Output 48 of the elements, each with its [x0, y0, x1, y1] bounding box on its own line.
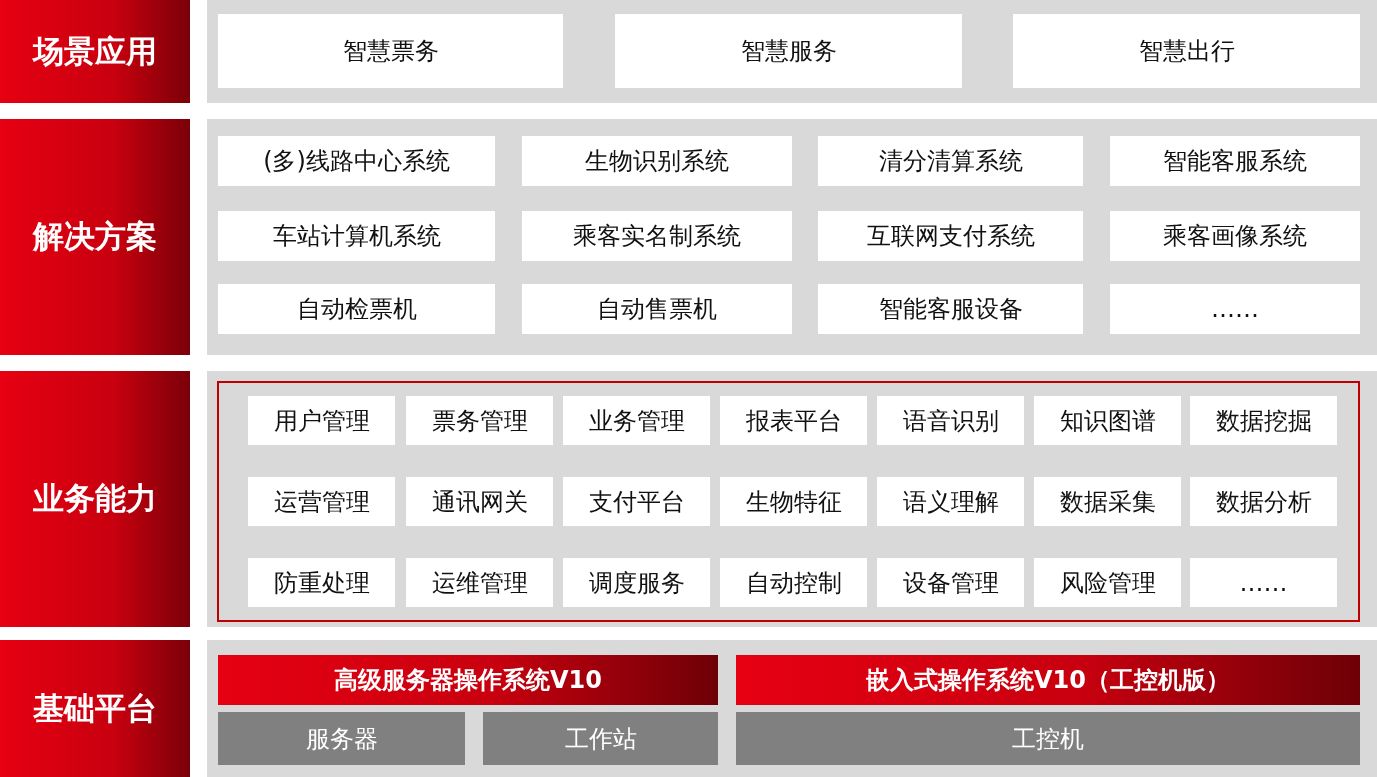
module-box: 业务管理	[563, 396, 710, 445]
module-box: 语音识别	[877, 396, 1024, 445]
module-box: 清分清算系统	[818, 136, 1083, 186]
module-box: 数据分析	[1190, 477, 1337, 526]
module-box: 票务管理	[406, 396, 553, 445]
module-box: 知识图谱	[1034, 396, 1181, 445]
module-box: ……	[1110, 284, 1360, 334]
module-box: 自动售票机	[522, 284, 792, 334]
module-box: 自动检票机	[218, 284, 495, 334]
module-box: 互联网支付系统	[818, 211, 1083, 261]
os-bar: 嵌入式操作系统V10（工控机版）	[736, 655, 1360, 705]
module-box: 智慧服务	[615, 14, 962, 88]
module-box: 运营管理	[248, 477, 395, 526]
module-box: 乘客实名制系统	[522, 211, 792, 261]
module-box: 调度服务	[563, 558, 710, 607]
module-box: 生物识别系统	[522, 136, 792, 186]
module-box: 自动控制	[720, 558, 867, 607]
module-box: 防重处理	[248, 558, 395, 607]
module-box: ……	[1190, 558, 1337, 607]
category-label: 业务能力	[0, 371, 190, 627]
module-box: 生物特征	[720, 477, 867, 526]
module-box: 语义理解	[877, 477, 1024, 526]
hardware-box: 工作站	[483, 712, 718, 765]
module-box: 用户管理	[248, 396, 395, 445]
module-box: 支付平台	[563, 477, 710, 526]
module-box: 运维管理	[406, 558, 553, 607]
category-label: 基础平台	[0, 640, 190, 777]
module-box: 智能客服设备	[818, 284, 1083, 334]
hardware-box: 工控机	[736, 712, 1360, 765]
module-box: 乘客画像系统	[1110, 211, 1360, 261]
section-panel	[207, 0, 1377, 103]
module-box: 智能客服系统	[1110, 136, 1360, 186]
category-label: 解决方案	[0, 119, 190, 355]
module-box: 智慧出行	[1013, 14, 1360, 88]
module-box: 风险管理	[1034, 558, 1181, 607]
module-box: 通讯网关	[406, 477, 553, 526]
module-box: (多)线路中心系统	[218, 136, 495, 186]
module-box: 车站计算机系统	[218, 211, 495, 261]
module-box: 报表平台	[720, 396, 867, 445]
module-box: 设备管理	[877, 558, 1024, 607]
section-panel	[207, 640, 1377, 777]
os-bar: 高级服务器操作系统V10	[218, 655, 718, 705]
category-label: 场景应用	[0, 0, 190, 103]
hardware-box: 服务器	[218, 712, 465, 765]
module-box: 智慧票务	[218, 14, 563, 88]
module-box: 数据挖掘	[1190, 396, 1337, 445]
module-box: 数据采集	[1034, 477, 1181, 526]
section-panel	[207, 119, 1377, 355]
